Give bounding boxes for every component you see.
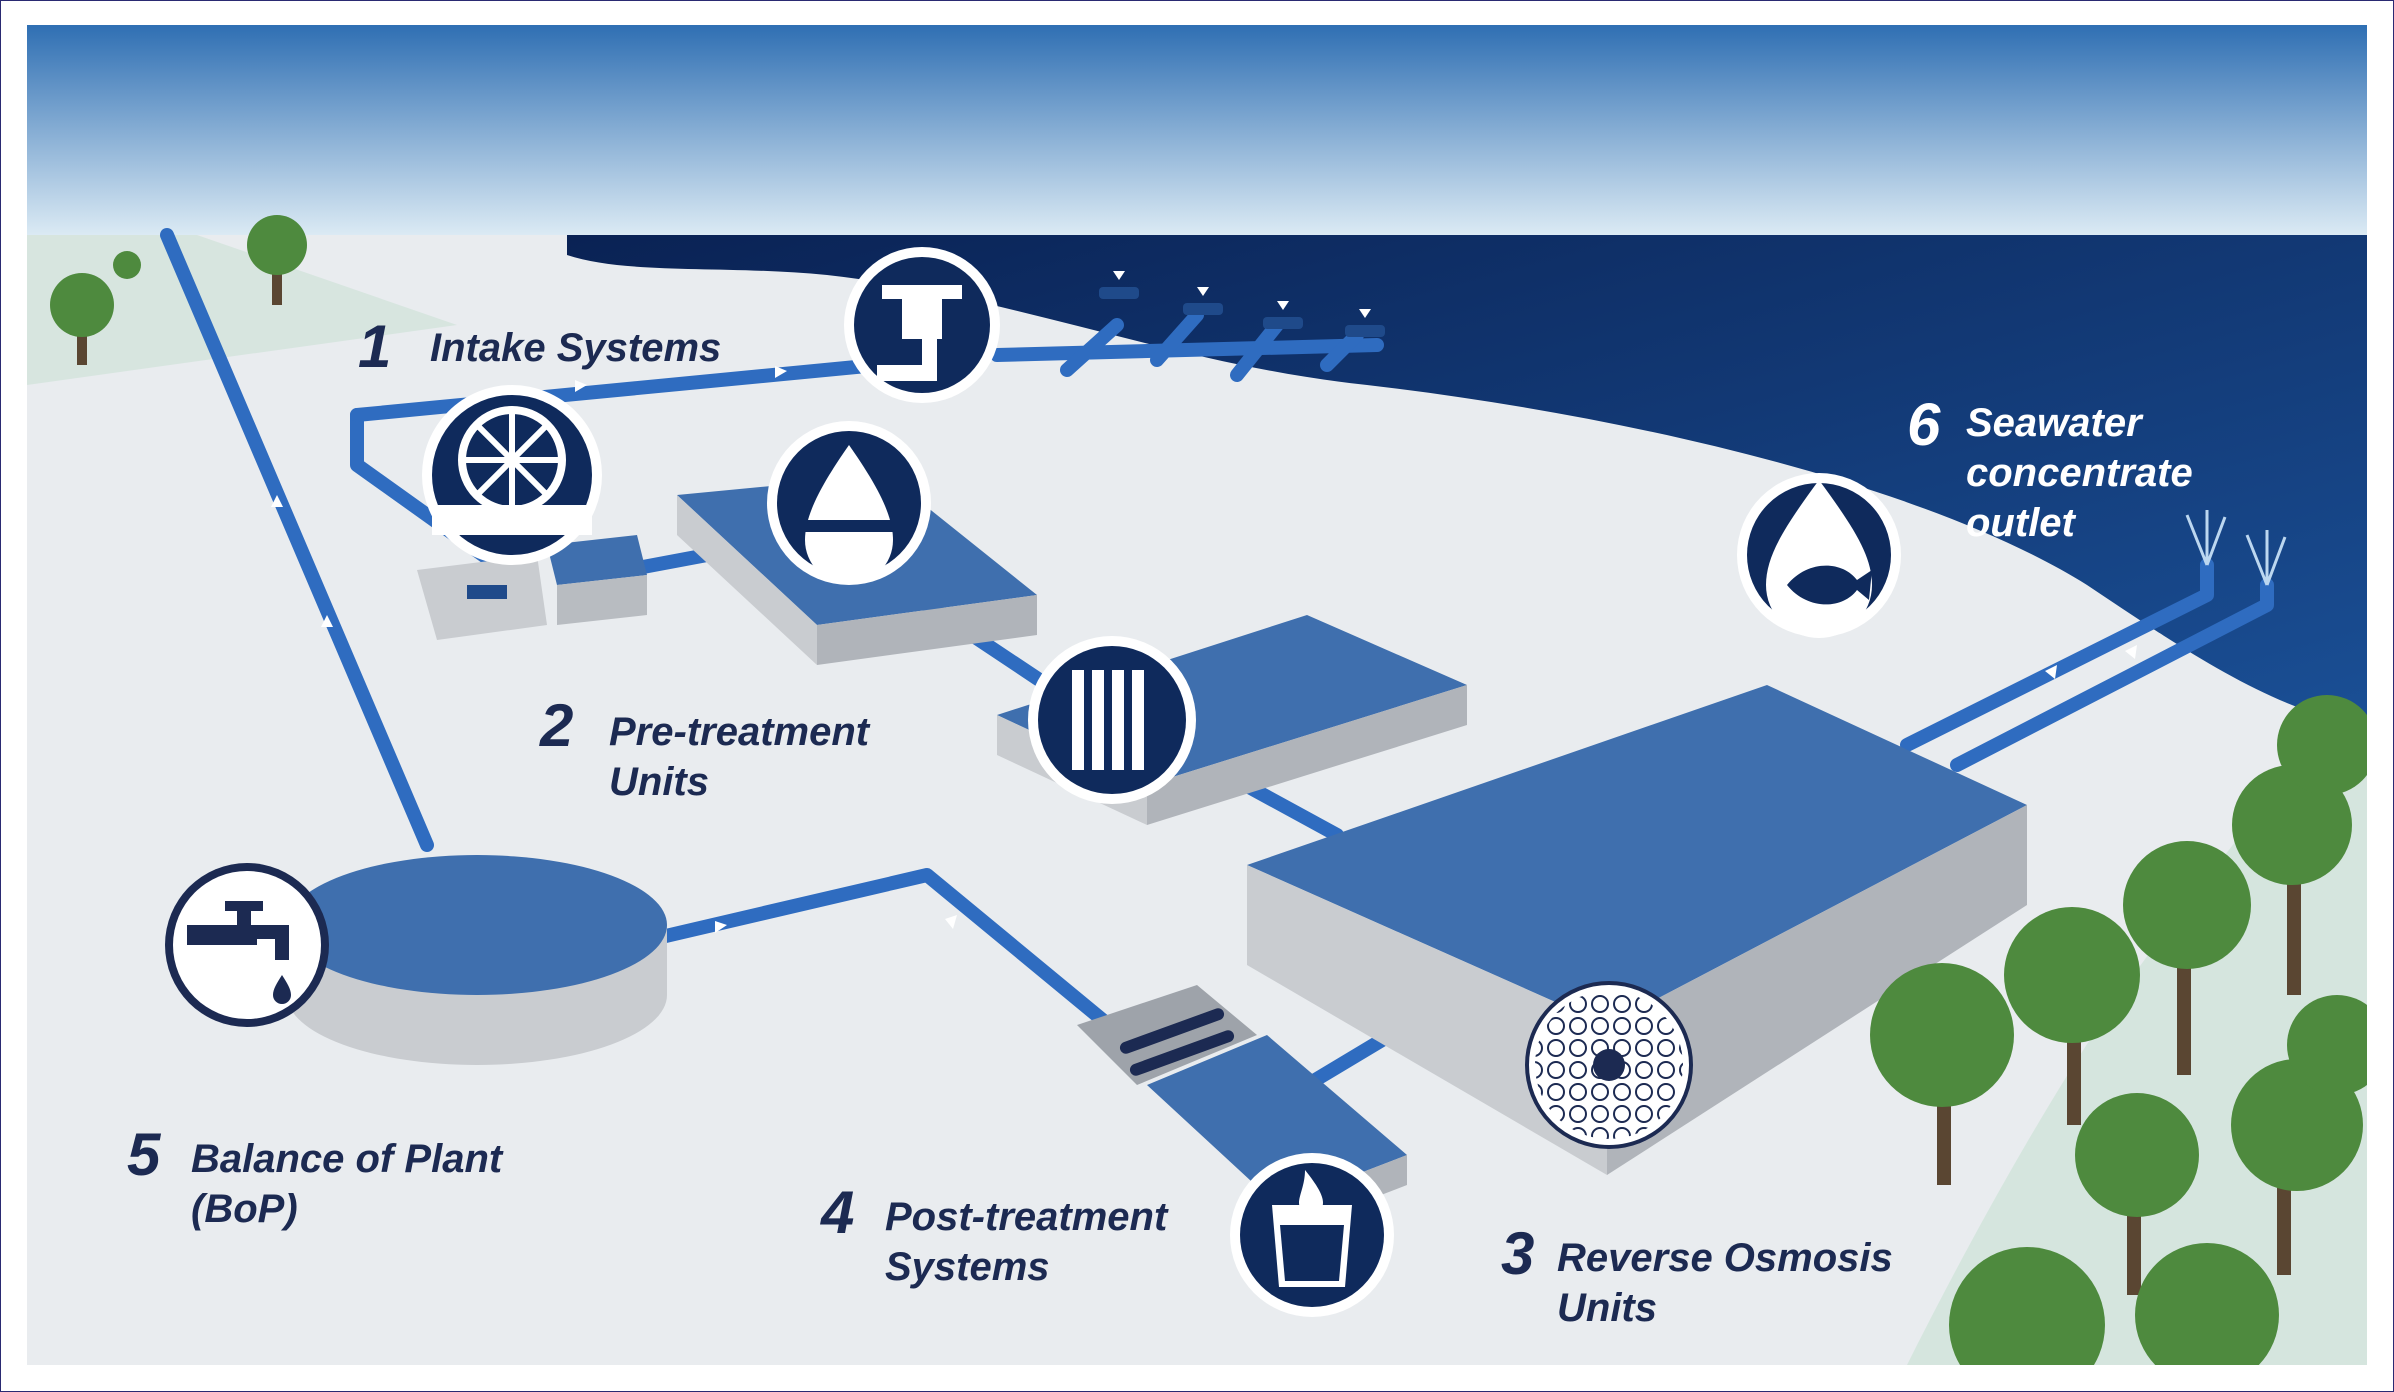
trees <box>50 215 2367 1365</box>
stage-2-number: 2 <box>539 692 573 759</box>
stage-1-label: Intake Systems <box>430 326 721 370</box>
balance-of-plant-tank <box>287 855 667 1065</box>
pipe-outlet-a <box>1900 558 2214 752</box>
stage-3-label-line2: Units <box>1557 1286 1657 1330</box>
stage-3-label-line1: Reverse Osmosis <box>1557 1236 1893 1280</box>
pipe-offshore-risers <box>1060 308 1364 382</box>
intake-pump-house <box>417 535 647 640</box>
pipe-bop-supply <box>160 228 434 852</box>
flow-arrows <box>271 366 2137 933</box>
stage-6-label-line3: outlet <box>1966 501 2077 545</box>
stage-2-label-line1: Pre-treatment <box>609 710 871 754</box>
stage-4-number: 4 <box>820 1179 854 1246</box>
stage-5-label-line2: (BoP) <box>191 1187 298 1231</box>
fish-drop-icon <box>1737 473 1901 638</box>
stage-1-number: 1 <box>358 313 391 380</box>
intake-top-icon <box>844 247 1000 403</box>
stage-3-number: 3 <box>1501 1220 1534 1287</box>
water-glass-icon <box>1230 1153 1394 1317</box>
offshore-intake-heads <box>1099 287 1385 337</box>
water-intake-icon <box>422 385 602 565</box>
pipe-offshore-main <box>990 338 1384 362</box>
stage-5-number: 5 <box>127 1121 162 1188</box>
grass-right <box>1907 725 2367 1365</box>
reverse-osmosis-building <box>1247 685 2027 1175</box>
membrane-cross-section-icon <box>1525 981 1693 1149</box>
stage-5-label-line1: Balance of Plant <box>191 1137 504 1181</box>
intake-markers <box>1113 271 1371 318</box>
membrane-module-icon <box>1028 636 1196 804</box>
stage-6-label-line1: Seawater <box>1966 401 2144 445</box>
stage-4-label-line1: Post-treatment <box>885 1195 1169 1239</box>
stage-6-number: 6 <box>1907 391 1941 458</box>
sky <box>27 25 2367 235</box>
pipe-post-bop <box>620 868 1164 1072</box>
stage-6-label-line2: concentrate <box>1966 451 2193 495</box>
pipe-intake-main <box>350 358 884 422</box>
desalination-plant-scene: 1 Intake Systems 2 Pre-treatment Units 3… <box>27 25 2367 1365</box>
pipe-outlet-b <box>1950 578 2274 772</box>
stage-4-label-line2: Systems <box>885 1245 1050 1289</box>
filter-drop-icon <box>767 421 931 585</box>
sea <box>567 235 2367 725</box>
stage-2-label-line2: Units <box>609 760 709 804</box>
outlet-spray <box>2185 510 2287 586</box>
faucet-icon <box>165 863 329 1027</box>
